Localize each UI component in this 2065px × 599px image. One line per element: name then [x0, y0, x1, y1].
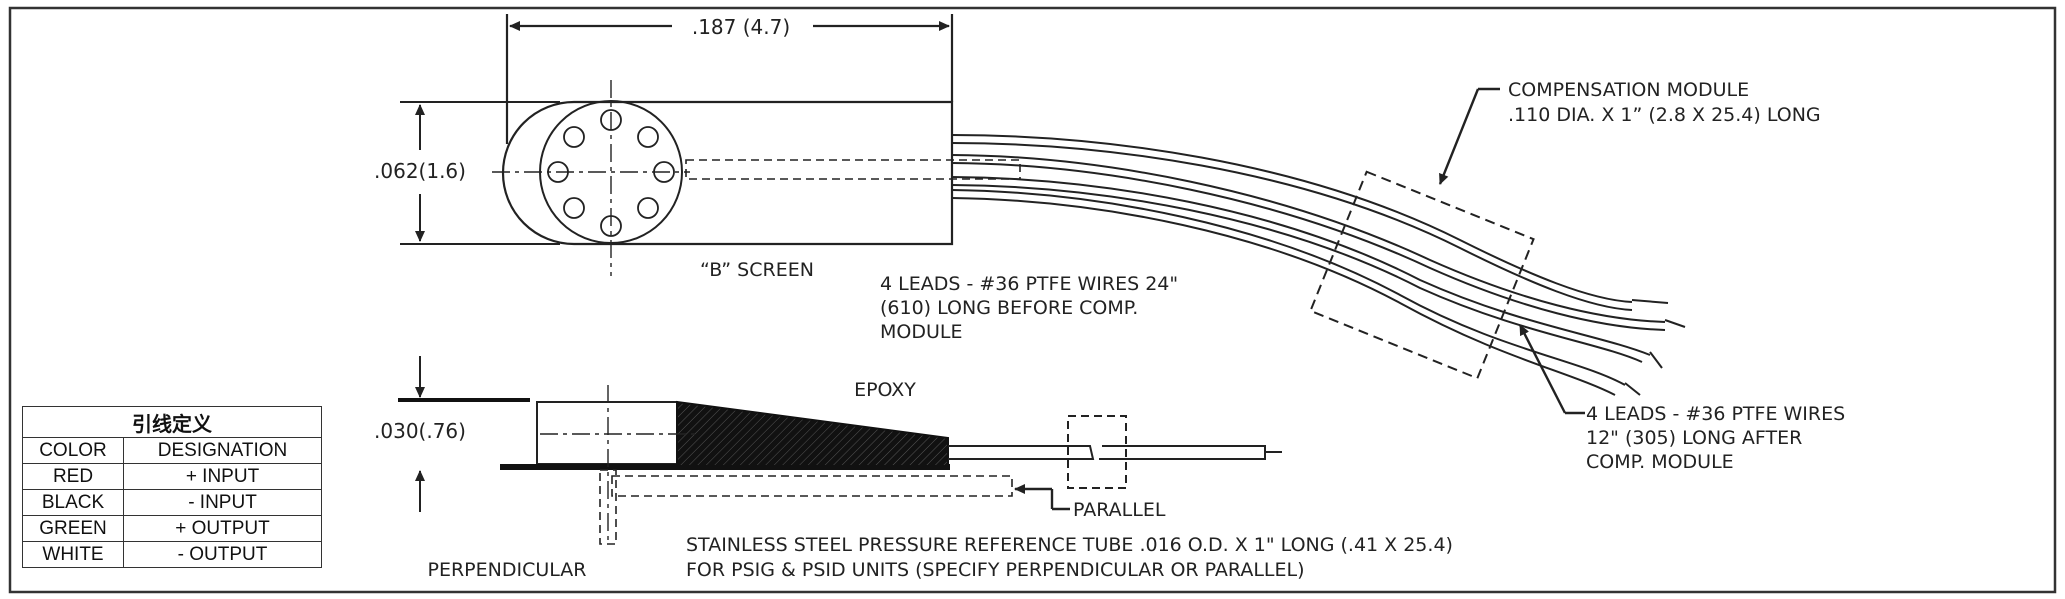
dimension-diameter: .062(1.6)	[374, 101, 560, 245]
compensation-label-1: COMPENSATION MODULE	[1508, 79, 1749, 101]
table-row: WHITE - OUTPUT	[22, 541, 322, 568]
wire-designation-cell: + INPUT	[123, 463, 322, 490]
column-header-color: COLOR	[22, 437, 124, 464]
wire-color-cell: WHITE	[22, 541, 124, 568]
leads-after-label-2: 12" (305) LONG AFTER	[1586, 427, 1802, 449]
table-row: BLACK - INPUT	[22, 489, 322, 516]
leads-before-label-3: MODULE	[880, 321, 962, 343]
compensation-module	[1309, 170, 1535, 380]
compensation-label-2: .110 DIA. X 1” (2.8 X 25.4) LONG	[1508, 104, 1821, 126]
table-header-row: COLOR DESIGNATION	[22, 437, 322, 464]
tube-note-line2: FOR PSIG & PSID UNITS (SPECIFY PERPENDIC…	[686, 559, 1305, 581]
wire-color-cell: RED	[22, 463, 124, 490]
table-title: 引线定义	[22, 406, 322, 438]
tube-note-line1: STAINLESS STEEL PRESSURE REFERENCE TUBE …	[686, 534, 1453, 556]
leads-after-label-1: 4 LEADS - #36 PTFE WIRES	[1586, 403, 1845, 425]
perpendicular-label: PERPENDICULAR	[428, 559, 587, 581]
epoxy-label: EPOXY	[854, 379, 916, 401]
table-title-row: 引线定义	[22, 406, 322, 438]
leads-before-label-2: (610) LONG BEFORE COMP.	[880, 297, 1138, 319]
dimension-length: .187 (4.7)	[505, 14, 954, 144]
table-row: RED + INPUT	[22, 463, 322, 490]
wire-color-cell: GREEN	[22, 515, 124, 542]
dimension-thickness: .030(.76)	[374, 356, 466, 512]
screen-label: “B” SCREEN	[700, 259, 814, 281]
sensor-top-view	[492, 80, 1021, 276]
dim-thickness-text: .030(.76)	[374, 419, 466, 443]
leads-after-label-3: COMP. MODULE	[1586, 451, 1734, 473]
leads-before-label-1: 4 LEADS - #36 PTFE WIRES 24"	[880, 273, 1178, 295]
wire-designation-cell: - OUTPUT	[123, 541, 322, 568]
wire-color-cell: BLACK	[22, 489, 124, 516]
compensation-callout: COMPENSATION MODULE .110 DIA. X 1” (2.8 …	[1438, 79, 1821, 185]
parallel-callout: PARALLEL	[1014, 484, 1166, 521]
dim-diameter-text: .062(1.6)	[374, 159, 466, 183]
lead-wires	[951, 134, 1686, 396]
sensor-side-view	[398, 385, 1282, 545]
dim-length-text: .187 (4.7)	[692, 15, 790, 39]
wire-designation-cell: + OUTPUT	[123, 515, 322, 542]
wire-color-table: 引线定义 COLOR DESIGNATION RED + INPUT BLACK…	[22, 406, 322, 568]
parallel-label: PARALLEL	[1073, 499, 1166, 521]
leads-after-callout: 4 LEADS - #36 PTFE WIRES 12" (305) LONG …	[1518, 324, 1845, 473]
table-row: GREEN + OUTPUT	[22, 515, 322, 542]
column-header-designation: DESIGNATION	[123, 437, 322, 464]
drawing-border	[8, 6, 2057, 594]
wire-designation-cell: - INPUT	[123, 489, 322, 516]
